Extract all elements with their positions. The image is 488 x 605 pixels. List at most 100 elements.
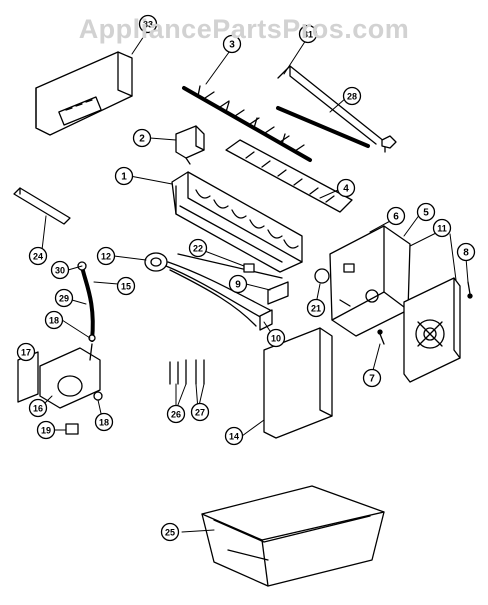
screws-26-27 — [169, 359, 205, 385]
callout-31: 31 — [298, 24, 318, 44]
callout-label: 14 — [229, 432, 239, 442]
callout-label: 29 — [59, 294, 69, 304]
callout-circle — [266, 328, 286, 348]
callout-circle — [138, 14, 158, 34]
callout-19: 19 — [36, 420, 56, 440]
callout-label: 11 — [437, 224, 447, 234]
callout-circle — [28, 398, 48, 418]
callout-label: 12 — [101, 252, 111, 262]
callout-label: 15 — [121, 282, 131, 292]
part-14-cover — [263, 327, 333, 439]
callout-2: 2 — [132, 128, 152, 148]
part-19-nut — [65, 423, 79, 435]
callout-9: 9 — [228, 274, 248, 294]
part-1-mold — [171, 171, 303, 273]
callout-22: 22 — [188, 238, 208, 258]
part-11-motor — [403, 277, 461, 383]
callout-label: 16 — [33, 404, 43, 414]
callout-circle — [224, 426, 244, 446]
part-4-cover — [225, 139, 353, 213]
callout-17: 17 — [16, 342, 36, 362]
part-2-bracket — [175, 125, 205, 165]
callout-label: 3 — [229, 40, 235, 51]
callout-circle — [50, 260, 70, 280]
callout-27: 27 — [190, 402, 210, 422]
callout-30: 30 — [50, 260, 70, 280]
callout-label: 1 — [121, 172, 127, 183]
callout-label: 33 — [143, 20, 153, 30]
callout-label: 2 — [139, 134, 145, 145]
callout-28: 28 — [342, 86, 362, 106]
part-5-housing — [314, 225, 411, 337]
callout-29: 29 — [54, 288, 74, 308]
callout-circle — [132, 128, 152, 148]
callout-7: 7 — [362, 368, 382, 388]
callout-circle — [306, 298, 326, 318]
part-16-valve — [17, 343, 103, 409]
callout-circle — [166, 404, 186, 424]
callout-circle — [386, 206, 406, 226]
callout-label: 9 — [235, 280, 241, 291]
callout-25: 25 — [160, 522, 180, 542]
callout-10: 10 — [266, 328, 286, 348]
callout-circle — [228, 274, 248, 294]
callout-8: 8 — [456, 242, 476, 262]
callout-circle — [116, 276, 136, 296]
part-25-ice-bin — [201, 485, 385, 587]
callout-label: 22 — [193, 244, 203, 254]
callout-4: 4 — [336, 178, 356, 198]
callout-16: 16 — [28, 398, 48, 418]
callout-label: 17 — [21, 348, 31, 358]
callout-24: 24 — [28, 246, 48, 266]
callout-circle — [190, 402, 210, 422]
callout-label: 7 — [369, 374, 375, 385]
callout-circle — [456, 242, 476, 262]
callout-label: 24 — [33, 252, 43, 262]
screws-7-8 — [377, 281, 473, 345]
part-15-fill-tube — [77, 261, 96, 342]
part-24-cup — [13, 187, 71, 225]
callout-label: 5 — [423, 208, 429, 219]
callout-circle — [362, 368, 382, 388]
callout-circle — [160, 522, 180, 542]
callout-circle — [114, 166, 134, 186]
part-33-bracket — [35, 51, 133, 136]
callout-6: 6 — [386, 206, 406, 226]
callout-15: 15 — [116, 276, 136, 296]
callout-label: 6 — [393, 212, 399, 223]
callout-11: 11 — [432, 218, 452, 238]
callout-circle — [298, 24, 318, 44]
callout-label: 28 — [347, 92, 357, 102]
callout-label: 19 — [41, 426, 51, 436]
callout-label: 4 — [343, 184, 349, 195]
callout-label: 30 — [55, 266, 65, 276]
callout-circle — [36, 420, 56, 440]
callout-circle — [54, 288, 74, 308]
part-31-stripper — [276, 65, 397, 153]
callout-circle — [222, 34, 242, 54]
callout-3: 3 — [222, 34, 242, 54]
callout-18: 18 — [94, 412, 114, 432]
callout-circle — [336, 178, 356, 198]
callout-label: 25 — [165, 528, 175, 538]
callout-18: 18 — [44, 310, 64, 330]
callout-label: 8 — [463, 248, 469, 259]
callout-label: 27 — [195, 408, 205, 418]
callout-circle — [44, 310, 64, 330]
callout-label: 18 — [49, 316, 59, 326]
callout-label: 26 — [171, 410, 181, 420]
part-12-harness — [144, 252, 283, 327]
callout-1: 1 — [114, 166, 134, 186]
callout-12: 12 — [96, 246, 116, 266]
callout-5: 5 — [416, 202, 436, 222]
callout-circle — [96, 246, 116, 266]
callout-circle — [28, 246, 48, 266]
callout-label: 31 — [303, 30, 313, 40]
callout-label: 18 — [99, 418, 109, 428]
callout-26: 26 — [166, 404, 186, 424]
callout-circle — [94, 412, 114, 432]
callout-circle — [188, 238, 208, 258]
callout-circle — [416, 202, 436, 222]
